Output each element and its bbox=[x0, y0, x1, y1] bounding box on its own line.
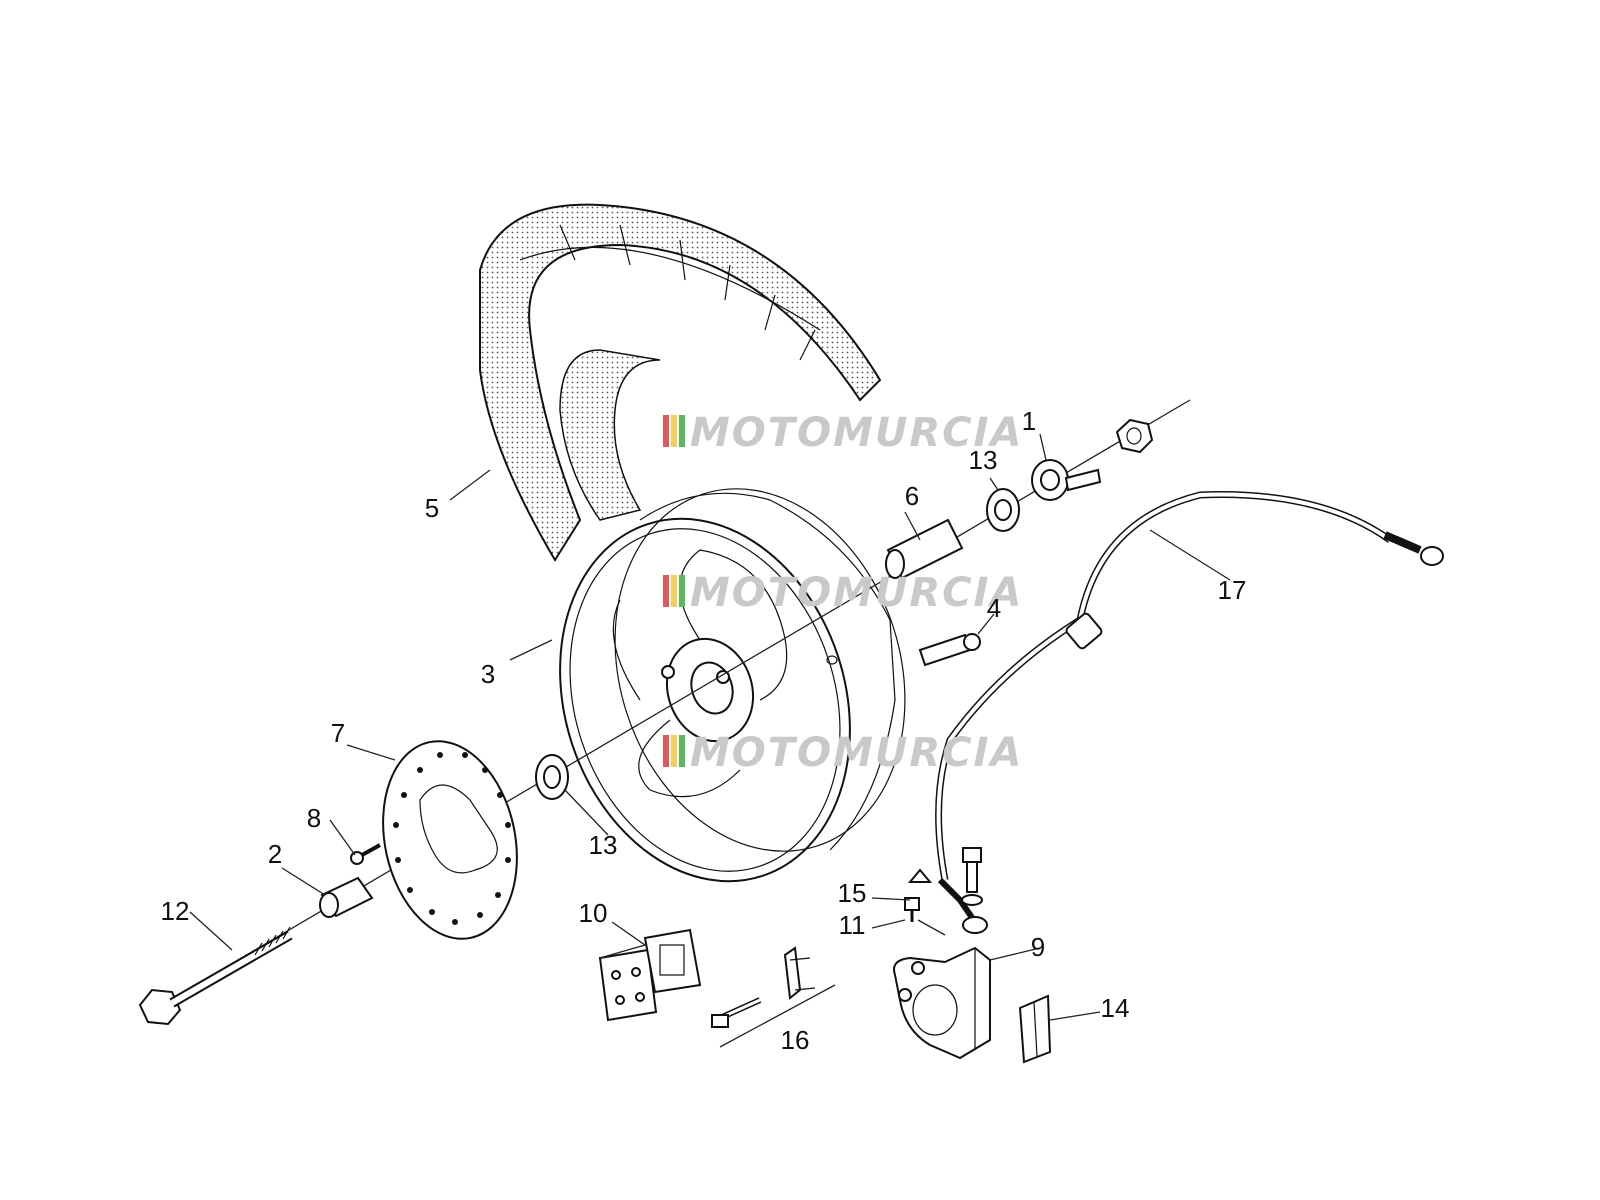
pad-pin-kit bbox=[711, 946, 836, 1048]
hub-spacer bbox=[885, 518, 964, 580]
callout-17: 17 bbox=[1218, 575, 1247, 605]
pad-spring-clip bbox=[1018, 994, 1052, 1064]
watermark-bottom: MOTOMURCIA bbox=[663, 730, 1023, 776]
callout-labels: 1 2 3 4 5 6 7 8 9 10 11 12 13 13 14 15 1… bbox=[161, 406, 1247, 1055]
watermark-top: MOTOMURCIA bbox=[663, 410, 1023, 456]
callout-9: 9 bbox=[1031, 932, 1045, 962]
spacer bbox=[319, 876, 374, 918]
watermark-middle: MOTOMURCIA bbox=[663, 570, 1023, 616]
callout-8: 8 bbox=[307, 803, 321, 833]
watermark-text: MOTOMURCIA bbox=[690, 730, 1023, 776]
watermark-text: MOTOMURCIA bbox=[690, 570, 1023, 616]
speedometer-drive bbox=[1031, 459, 1102, 501]
callout-7: 7 bbox=[331, 718, 345, 748]
bleed-cap bbox=[907, 868, 933, 883]
wheel-bearing-right bbox=[986, 488, 1020, 532]
callout-4: 4 bbox=[987, 593, 1001, 623]
brake-pads bbox=[598, 928, 702, 1022]
wheel-rim bbox=[559, 488, 906, 883]
brake-caliper bbox=[893, 946, 991, 1060]
callout-2: 2 bbox=[268, 839, 282, 869]
callout-10: 10 bbox=[579, 898, 608, 928]
bleed-screw bbox=[904, 897, 920, 922]
callout-13-right: 13 bbox=[969, 445, 998, 475]
callout-16: 16 bbox=[781, 1025, 810, 1055]
leader-lines bbox=[189, 433, 1231, 1021]
callout-12: 12 bbox=[161, 896, 190, 926]
disc-screw bbox=[350, 843, 381, 865]
callout-15: 15 bbox=[838, 878, 867, 908]
tire-valve bbox=[918, 633, 981, 667]
callout-3: 3 bbox=[481, 659, 495, 689]
callout-11: 11 bbox=[839, 910, 866, 940]
watermark-text: MOTOMURCIA bbox=[690, 410, 1023, 456]
brake-disc bbox=[382, 740, 518, 940]
banjo-bolt bbox=[961, 847, 988, 934]
wheel-bearing-left bbox=[535, 754, 569, 800]
callout-13-left: 13 bbox=[589, 830, 618, 860]
callout-6: 6 bbox=[905, 481, 919, 511]
axle-bolt bbox=[138, 926, 293, 1026]
tire bbox=[479, 203, 882, 562]
callout-14: 14 bbox=[1101, 993, 1130, 1023]
axle-nut bbox=[1115, 418, 1154, 454]
callout-1: 1 bbox=[1022, 406, 1036, 436]
callout-5: 5 bbox=[425, 493, 439, 523]
brake-hose bbox=[935, 491, 1444, 924]
